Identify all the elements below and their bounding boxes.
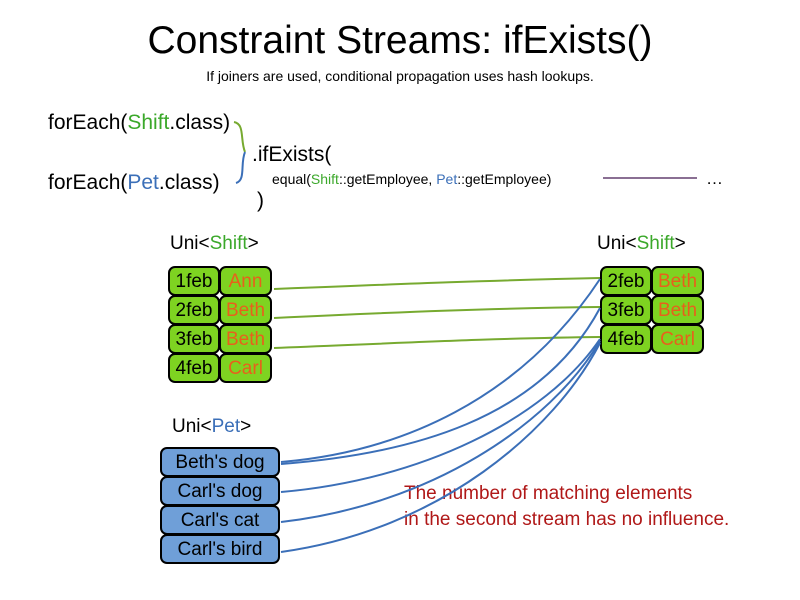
header-text: Uni< <box>172 416 212 437</box>
cell-employee: Beth <box>219 324 272 354</box>
code-text: forEach( <box>48 111 128 134</box>
code-text: .class) <box>169 111 231 134</box>
code-type-pet: Pet <box>127 171 159 194</box>
table-row: 1feb Ann <box>168 266 272 296</box>
brace-upper-green <box>233 121 246 153</box>
code-foreach-shift: forEach(Shift.class) <box>48 110 230 135</box>
header-type-shift: Shift <box>209 233 248 254</box>
table-row: Beth's dog <box>160 447 280 477</box>
code-close-paren: ) <box>257 189 264 212</box>
code-text: ::getEmployee) <box>457 171 552 187</box>
cell-date: 4feb <box>168 353 220 383</box>
stream-header-pet: Uni<Pet> <box>172 415 251 438</box>
wire-blue-carls-dog-to-4feb <box>280 338 601 493</box>
cell-pet: Carl's dog <box>160 476 280 506</box>
header-type-pet: Pet <box>211 416 241 437</box>
table-row: Carl's bird <box>160 534 280 564</box>
table-row: 4feb Carl <box>168 353 272 383</box>
wire-blue-beths-dog-to-2feb <box>280 278 601 463</box>
wire-green-3feb <box>273 306 601 319</box>
cell-pet: Beth's dog <box>160 447 280 477</box>
code-text: forEach( <box>48 171 128 194</box>
stream-header-right-shift: Uni<Shift> <box>597 232 686 255</box>
cell-date: 2feb <box>600 266 652 296</box>
table-row: 2feb Beth <box>168 295 272 325</box>
header-text: Uni< <box>170 233 210 254</box>
table-row: 2feb Beth <box>600 266 704 296</box>
cell-employee: Ann <box>219 266 272 296</box>
code-text: equal( <box>272 171 311 187</box>
cell-employee: Carl <box>219 353 272 383</box>
stream-header-left-shift: Uni<Shift> <box>170 232 259 255</box>
table-right-shift: 2feb Beth 3feb Beth 4feb Carl <box>600 266 704 354</box>
cell-employee: Beth <box>651 295 704 325</box>
code-foreach-pet: forEach(Pet.class) <box>48 170 220 195</box>
cell-pet: Carl's bird <box>160 534 280 564</box>
code-text: ::getEmployee, <box>338 171 437 187</box>
header-type-shift: Shift <box>636 233 675 254</box>
cell-date: 2feb <box>168 295 220 325</box>
table-pet: Beth's dog Carl's dog Carl's cat Carl's … <box>160 447 280 564</box>
code-type-pet: Pet <box>436 171 458 187</box>
cell-employee: Beth <box>651 266 704 296</box>
table-row: Carl's dog <box>160 476 280 506</box>
annotation-note: The number of matching elements in the s… <box>404 481 729 533</box>
brace-lower-blue <box>235 151 246 184</box>
cell-pet: Carl's cat <box>160 505 280 535</box>
code-text: .class) <box>158 171 220 194</box>
code-equal-joiner: equal(Shift::getEmployee, Pet::getEmploy… <box>272 170 551 188</box>
code-type-shift: Shift <box>127 111 170 134</box>
table-left-shift: 1feb Ann 2feb Beth 3feb Beth 4feb Carl <box>168 266 272 383</box>
table-row: 4feb Carl <box>600 324 704 354</box>
table-row: 3feb Beth <box>168 324 272 354</box>
annotation-line-2: in the second stream has no influence. <box>404 509 730 530</box>
wire-blue-beths-dog-to-3feb <box>280 307 601 465</box>
page-subtitle: If joiners are used, conditional propaga… <box>206 68 594 84</box>
cell-employee: Beth <box>219 295 272 325</box>
table-row: Carl's cat <box>160 505 280 535</box>
page-title: Constraint Streams: ifExists() <box>147 19 653 62</box>
header-text: Uni< <box>597 233 637 254</box>
header-text: > <box>240 416 252 437</box>
wire-green-2feb <box>273 277 601 290</box>
code-ifexists-call: .ifExists( <box>252 143 332 166</box>
ellipsis-label: … <box>706 169 723 188</box>
header-text: > <box>674 233 686 254</box>
annotation-line-1: The number of matching elements <box>404 483 693 504</box>
code-type-shift: Shift <box>310 171 339 187</box>
wire-green-4feb <box>273 336 601 349</box>
cell-date: 3feb <box>168 324 220 354</box>
cell-employee: Carl <box>651 324 704 354</box>
cell-date: 3feb <box>600 295 652 325</box>
cell-date: 1feb <box>168 266 220 296</box>
header-text: > <box>247 233 259 254</box>
cell-date: 4feb <box>600 324 652 354</box>
table-row: 3feb Beth <box>600 295 704 325</box>
